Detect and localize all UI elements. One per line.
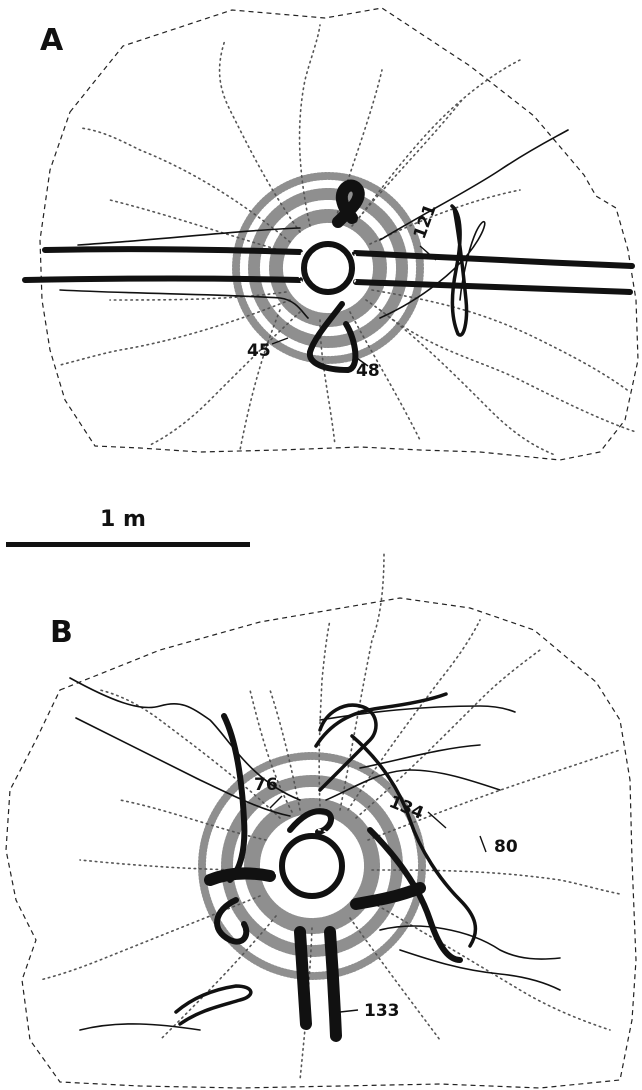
panel-a-label: A <box>40 23 64 58</box>
panel-a-root-zone-outline <box>40 8 638 460</box>
panel-a-stem <box>304 244 352 292</box>
panel-b-label-133: 133 <box>364 1001 400 1021</box>
panel-b-label: B <box>50 615 73 650</box>
scale-bar-line <box>6 542 250 547</box>
panel-a-label-48: 48 <box>356 361 380 381</box>
panel-a-label-45: 45 <box>247 341 271 361</box>
panel-b-label-134: 134 <box>386 792 427 824</box>
panel-b-label-76: 76 <box>254 775 278 795</box>
panel-b: B <box>6 552 636 1088</box>
panel-b-label-80: 80 <box>494 837 518 857</box>
scale-bar: 1 m <box>6 507 250 547</box>
panel-b-stem <box>282 836 342 896</box>
panel-a: A <box>25 8 638 460</box>
scale-bar-label: 1 m <box>100 507 146 532</box>
panel-a-label-121: 121 <box>410 202 441 242</box>
